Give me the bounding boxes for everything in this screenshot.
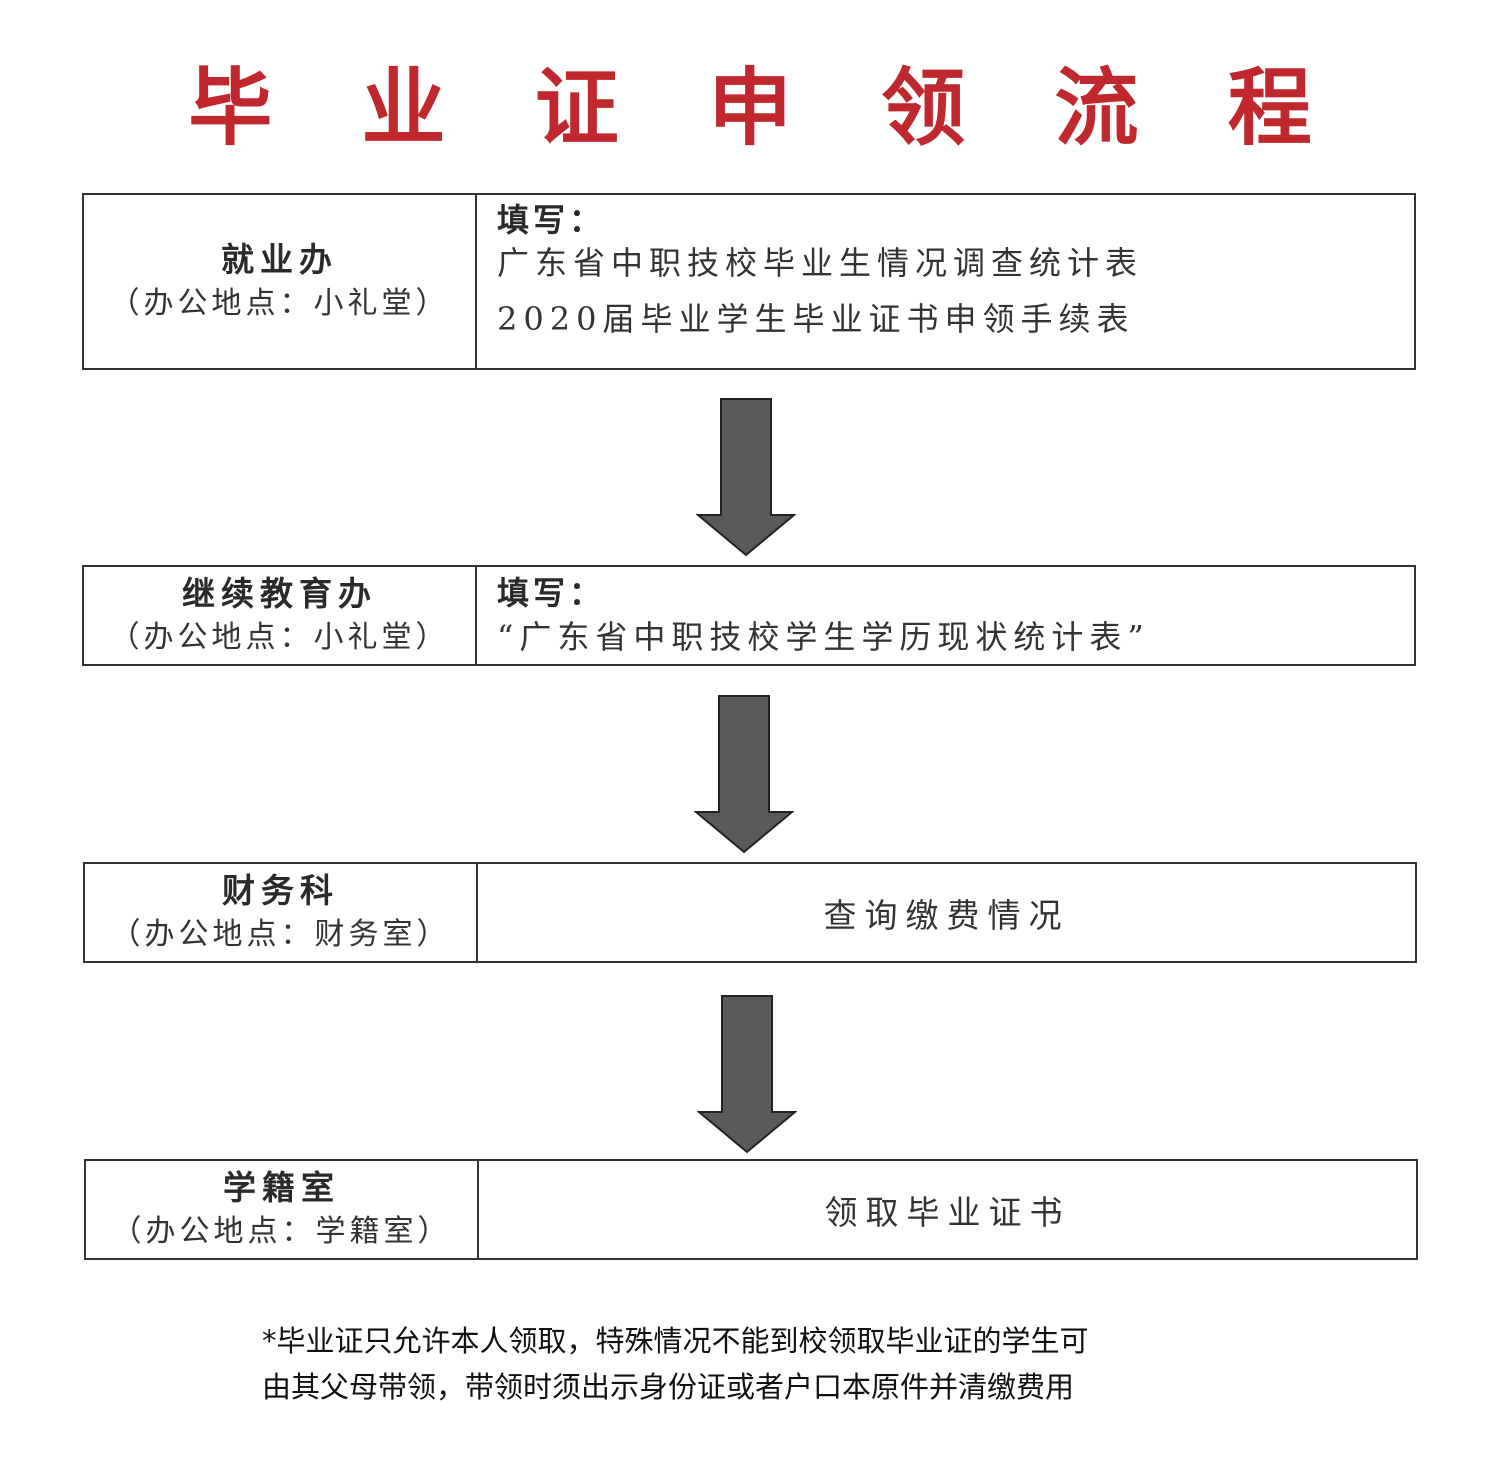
down-arrow-icon: [694, 695, 794, 854]
step-content: 填写： “广东省中职技校学生学历现状统计表”: [477, 567, 1414, 664]
step-content: 填写： 广东省中职技校毕业生情况调查统计表 2020届毕业学生毕业证书申领手续表: [477, 195, 1414, 368]
fill-label: 填写：: [497, 573, 606, 612]
dept-cell: 就业办 （办公地点：小礼堂）: [84, 195, 477, 368]
step-content: 领取毕业证书: [479, 1161, 1416, 1258]
form-item: 广东省中职技校毕业生情况调查统计表: [497, 244, 1144, 282]
form-item: 2020届毕业学生毕业证书申领手续表: [497, 300, 1135, 338]
step-student-records-office: 学籍室 （办公地点：学籍室） 领取毕业证书: [84, 1159, 1418, 1260]
dept-cell: 学籍室 （办公地点：学籍室）: [86, 1161, 479, 1258]
footnote-line: *毕业证只允许本人领取，特殊情况不能到校领取毕业证的学生可: [262, 1324, 1089, 1358]
dept-name: 学籍室: [223, 1167, 340, 1207]
dept-location: （办公地点：财务室）: [110, 916, 451, 952]
form-item: “广东省中职技校学生学历现状统计表”: [497, 617, 1150, 656]
dept-location: （办公地点：学籍室）: [111, 1213, 452, 1249]
step-employment-office: 就业办 （办公地点：小礼堂） 填写： 广东省中职技校毕业生情况调查统计表 202…: [82, 193, 1416, 370]
step-finance-office: 财务科 （办公地点：财务室） 查询缴费情况: [83, 862, 1417, 963]
footnote-line: 由其父母带领，带领时须出示身份证或者户口本原件并清缴费用: [262, 1370, 1075, 1404]
dept-name: 财务科: [222, 870, 339, 910]
down-arrow-icon: [696, 398, 796, 557]
step-continuing-education-office: 继续教育办 （办公地点：小礼堂） 填写： “广东省中职技校学生学历现状统计表”: [82, 565, 1416, 666]
step-action: 领取毕业证书: [824, 1192, 1071, 1232]
dept-location: （办公地点：小礼堂）: [109, 285, 450, 321]
dept-location: （办公地点：小礼堂）: [109, 619, 450, 655]
step-content: 查询缴费情况: [478, 864, 1415, 961]
footnote: *毕业证只允许本人领取，特殊情况不能到校领取毕业证的学生可 由其父母带领，带领时…: [262, 1318, 1262, 1410]
dept-name: 继续教育办: [182, 573, 377, 613]
dept-cell: 继续教育办 （办公地点：小礼堂）: [84, 567, 477, 664]
step-action: 查询缴费情况: [823, 895, 1070, 935]
down-arrow-icon: [697, 995, 797, 1154]
page-title: 毕 业 证 申 领 流 程: [188, 59, 1342, 157]
fill-label: 填写：: [497, 201, 606, 239]
dept-name: 就业办: [221, 239, 338, 279]
dept-cell: 财务科 （办公地点：财务室）: [85, 864, 478, 961]
